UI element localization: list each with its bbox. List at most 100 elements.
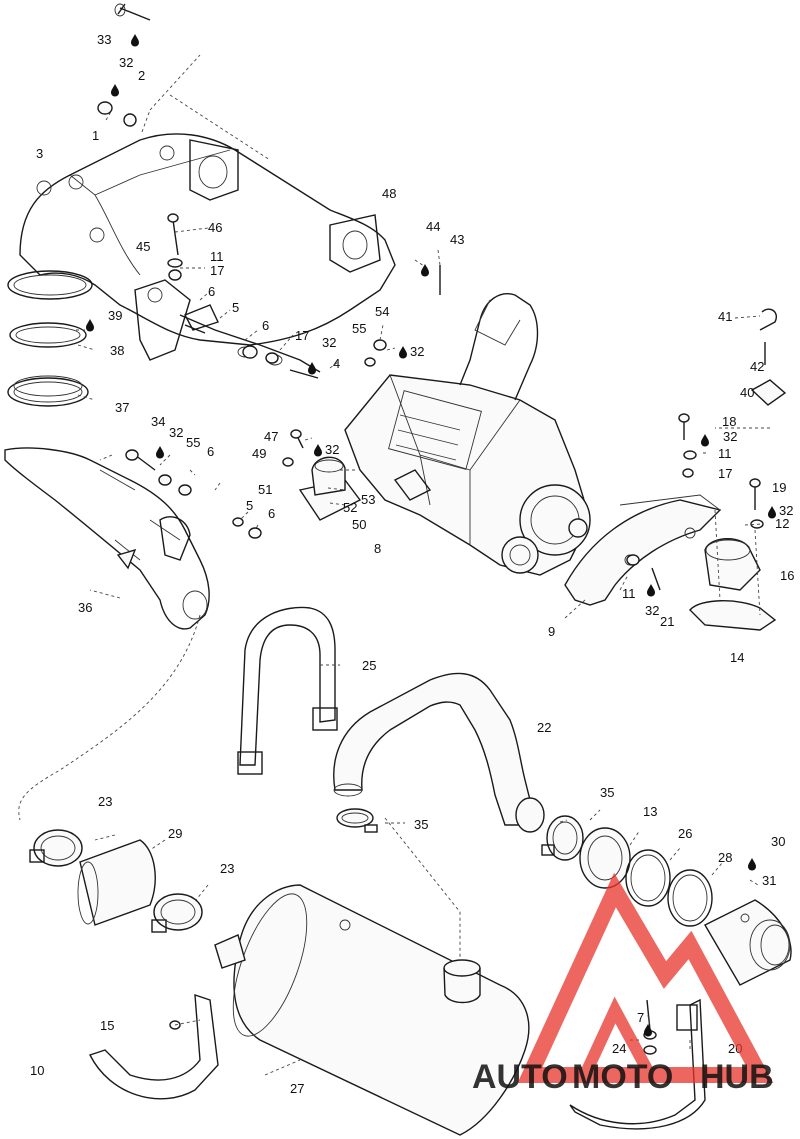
callout-17c: 17 [718,466,732,481]
watermark-text-hub: HUB [700,1058,774,1096]
coupling-pipe [333,672,545,833]
callout-18: 18 [722,414,736,429]
callout-23a: 23 [98,794,112,809]
callout-11c: 11 [622,586,636,601]
drop-icon-24 [644,1024,652,1037]
clamps [29,808,584,933]
callout-53: 53 [361,492,375,507]
callout-6d: 6 [268,506,275,521]
callout-51: 51 [258,482,272,497]
muffler-bands [89,994,706,1130]
callout-2: 2 [138,68,145,83]
callout-54: 54 [375,304,389,319]
automotohub-watermark: AUTO MOTO HUB [472,872,774,1096]
callout-17b: 17 [295,328,309,343]
callout-5b: 5 [246,498,253,513]
drop-icon-32g [701,434,709,447]
callout-35a: 35 [414,817,428,832]
drop-icon-32b [647,584,655,597]
callout-1: 1 [92,128,99,143]
manifold-bracket [134,279,321,373]
callout-32c: 32 [322,335,336,350]
callout-28: 28 [718,850,732,865]
exhaust-manifold [7,54,396,346]
leader-lines [75,109,770,1076]
callout-26: 26 [678,826,692,841]
callout-32f: 32 [325,442,339,457]
callout-49: 49 [252,446,266,461]
callout-32e: 32 [169,425,183,440]
hardware [97,3,787,1055]
callout-41: 41 [718,309,732,324]
callout-6b: 6 [262,318,269,333]
watermark-logo-mark [517,872,774,1083]
callout-48: 48 [382,186,396,201]
outlet-tube [704,899,792,986]
callout-30: 30 [771,834,785,849]
muffler [214,817,530,1136]
drop-icon-39 [86,319,94,332]
seal-rings [579,827,713,927]
callout-9: 9 [548,624,555,639]
callout-15: 15 [100,1018,114,1033]
callout-50: 50 [352,517,366,532]
tuned-pipe [4,447,210,821]
callout-3: 3 [36,146,43,161]
drop-icon-44 [421,264,429,277]
callout-10: 10 [30,1063,44,1078]
exhaust-socket [298,456,362,521]
callout-42: 42 [750,359,764,374]
drop-icon-32c [308,362,316,375]
watermark-text-auto: AUTO [472,1058,568,1096]
callout-40: 40 [740,385,754,400]
callout-22: 22 [537,720,551,735]
callout-7: 7 [637,1010,644,1025]
callout-16: 16 [780,568,794,583]
callout-6c: 6 [207,444,214,459]
callout-47: 47 [264,429,278,444]
callout-55b: 55 [186,435,200,450]
drop-icon-32d [399,346,407,359]
callout-37: 37 [115,400,129,415]
callout-33: 33 [97,32,111,47]
callout-32g: 32 [723,429,737,444]
callout-32d: 32 [410,344,424,359]
watermark-text-moto: MOTO [572,1058,673,1096]
drop-icon-33 [131,34,139,47]
callout-12: 12 [775,516,789,531]
callout-11b: 11 [718,446,732,461]
callout-27: 27 [290,1081,304,1096]
sleeve [77,839,156,926]
callout-labels: 1 2 3 4 5 5 6 6 6 6 7 8 9 10 11 11 11 12… [30,32,794,1096]
callout-11a: 11 [210,249,224,264]
support-strap [237,606,338,775]
callout-21: 21 [660,614,674,629]
callout-55a: 55 [352,321,366,336]
callout-38: 38 [110,343,124,358]
callout-8: 8 [374,541,381,556]
callout-29: 29 [168,826,182,841]
callout-36: 36 [78,600,92,615]
callout-5a: 5 [232,300,239,315]
callout-39: 39 [108,308,122,323]
callout-23b: 23 [220,861,234,876]
callout-34: 34 [151,414,165,429]
callout-43: 43 [450,232,464,247]
callout-45: 45 [136,239,150,254]
callout-6a: 6 [208,284,215,299]
callout-25: 25 [362,658,376,673]
drop-icon-32f [314,444,322,457]
callout-52: 52 [343,500,357,515]
callout-19: 19 [772,480,786,495]
callout-44: 44 [426,219,440,234]
callout-24: 24 [612,1041,626,1056]
rubber-mount [689,509,777,631]
callout-14: 14 [730,650,744,665]
callout-46: 46 [208,220,222,235]
callout-4: 4 [333,356,340,371]
ring-gaskets [7,322,89,407]
callout-35b: 35 [600,785,614,800]
callout-32b: 32 [645,603,659,618]
callout-32a: 32 [119,55,133,70]
